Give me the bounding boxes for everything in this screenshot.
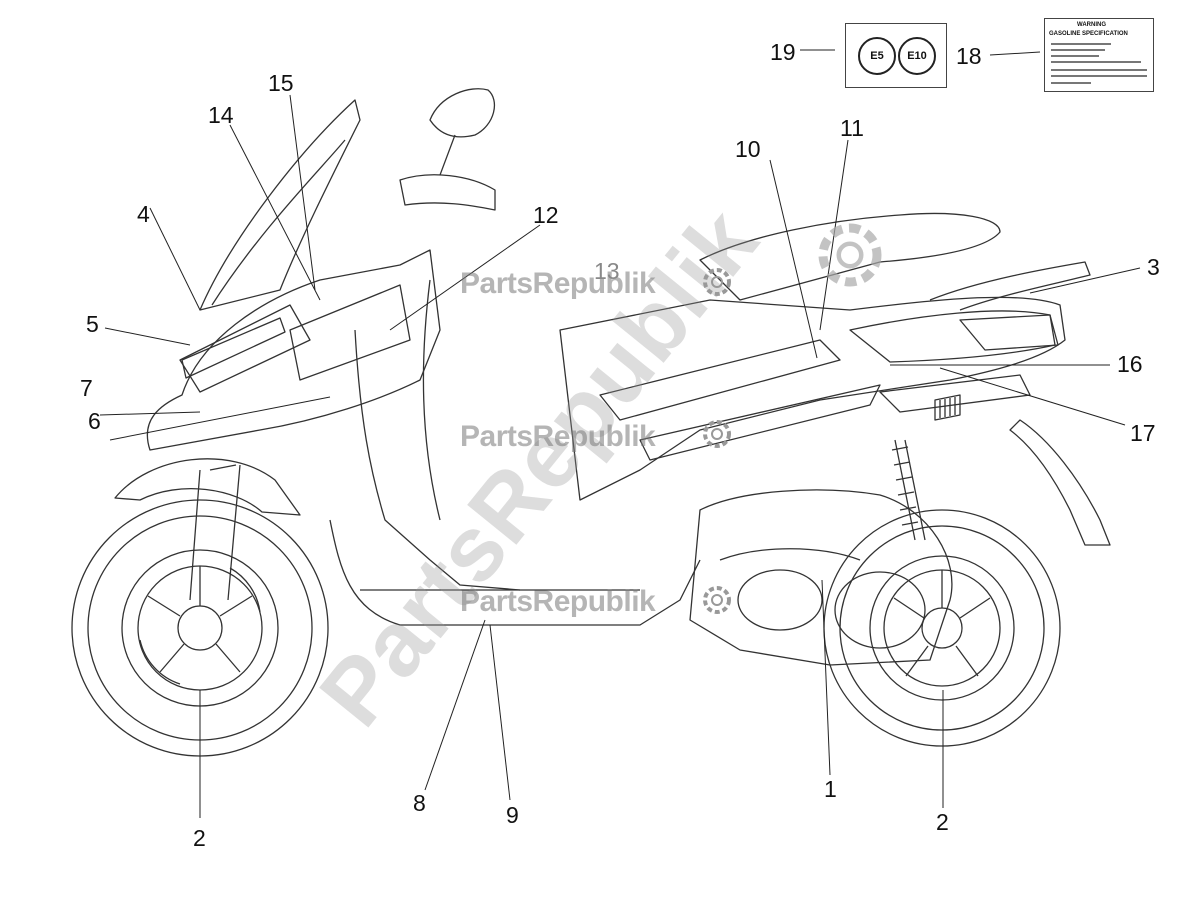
callout-10: 10 [735, 136, 761, 162]
callout-2-front: 2 [193, 825, 206, 851]
callout-16: 16 [1117, 351, 1143, 377]
callout-13: 13 [594, 258, 620, 284]
callout-5: 5 [86, 311, 99, 337]
callout-1: 1 [824, 776, 837, 802]
callout-18: 18 [956, 43, 982, 69]
fuel-label-inset: E5 E10 [845, 23, 947, 88]
leader-lines [99, 49, 1141, 818]
callout-7: 7 [80, 375, 93, 401]
e10-badge: E10 [898, 37, 936, 75]
callout-4: 4 [137, 201, 150, 227]
callout-17: 17 [1130, 420, 1156, 446]
watermark-middle: PartsRepublik [460, 420, 656, 453]
callout-8: 8 [413, 790, 426, 816]
e5-badge: E5 [858, 37, 896, 75]
callout-9: 9 [506, 802, 519, 828]
gear-icon [703, 586, 731, 614]
gasoline-spec-heading: GASOLINE SPECIFICATION [1049, 31, 1128, 37]
watermark-top: PartsRepublik [460, 267, 656, 300]
gear-icon [818, 223, 882, 287]
callout-19: 19 [770, 39, 796, 65]
callout-14: 14 [208, 102, 234, 128]
watermark-bottom: PartsRepublik [460, 585, 656, 618]
callout-11: 11 [840, 115, 864, 141]
gear-icon [703, 420, 731, 448]
callout-3: 3 [1147, 254, 1160, 280]
warning-title: WARNING [1077, 22, 1106, 28]
callout-2-rear: 2 [936, 809, 949, 835]
callout-12: 12 [533, 202, 559, 228]
warning-label-inset: WARNING GASOLINE SPECIFICATION [1044, 18, 1154, 92]
callout-6: 6 [88, 408, 101, 434]
callout-15: 15 [268, 70, 294, 96]
gear-icon [703, 268, 731, 296]
